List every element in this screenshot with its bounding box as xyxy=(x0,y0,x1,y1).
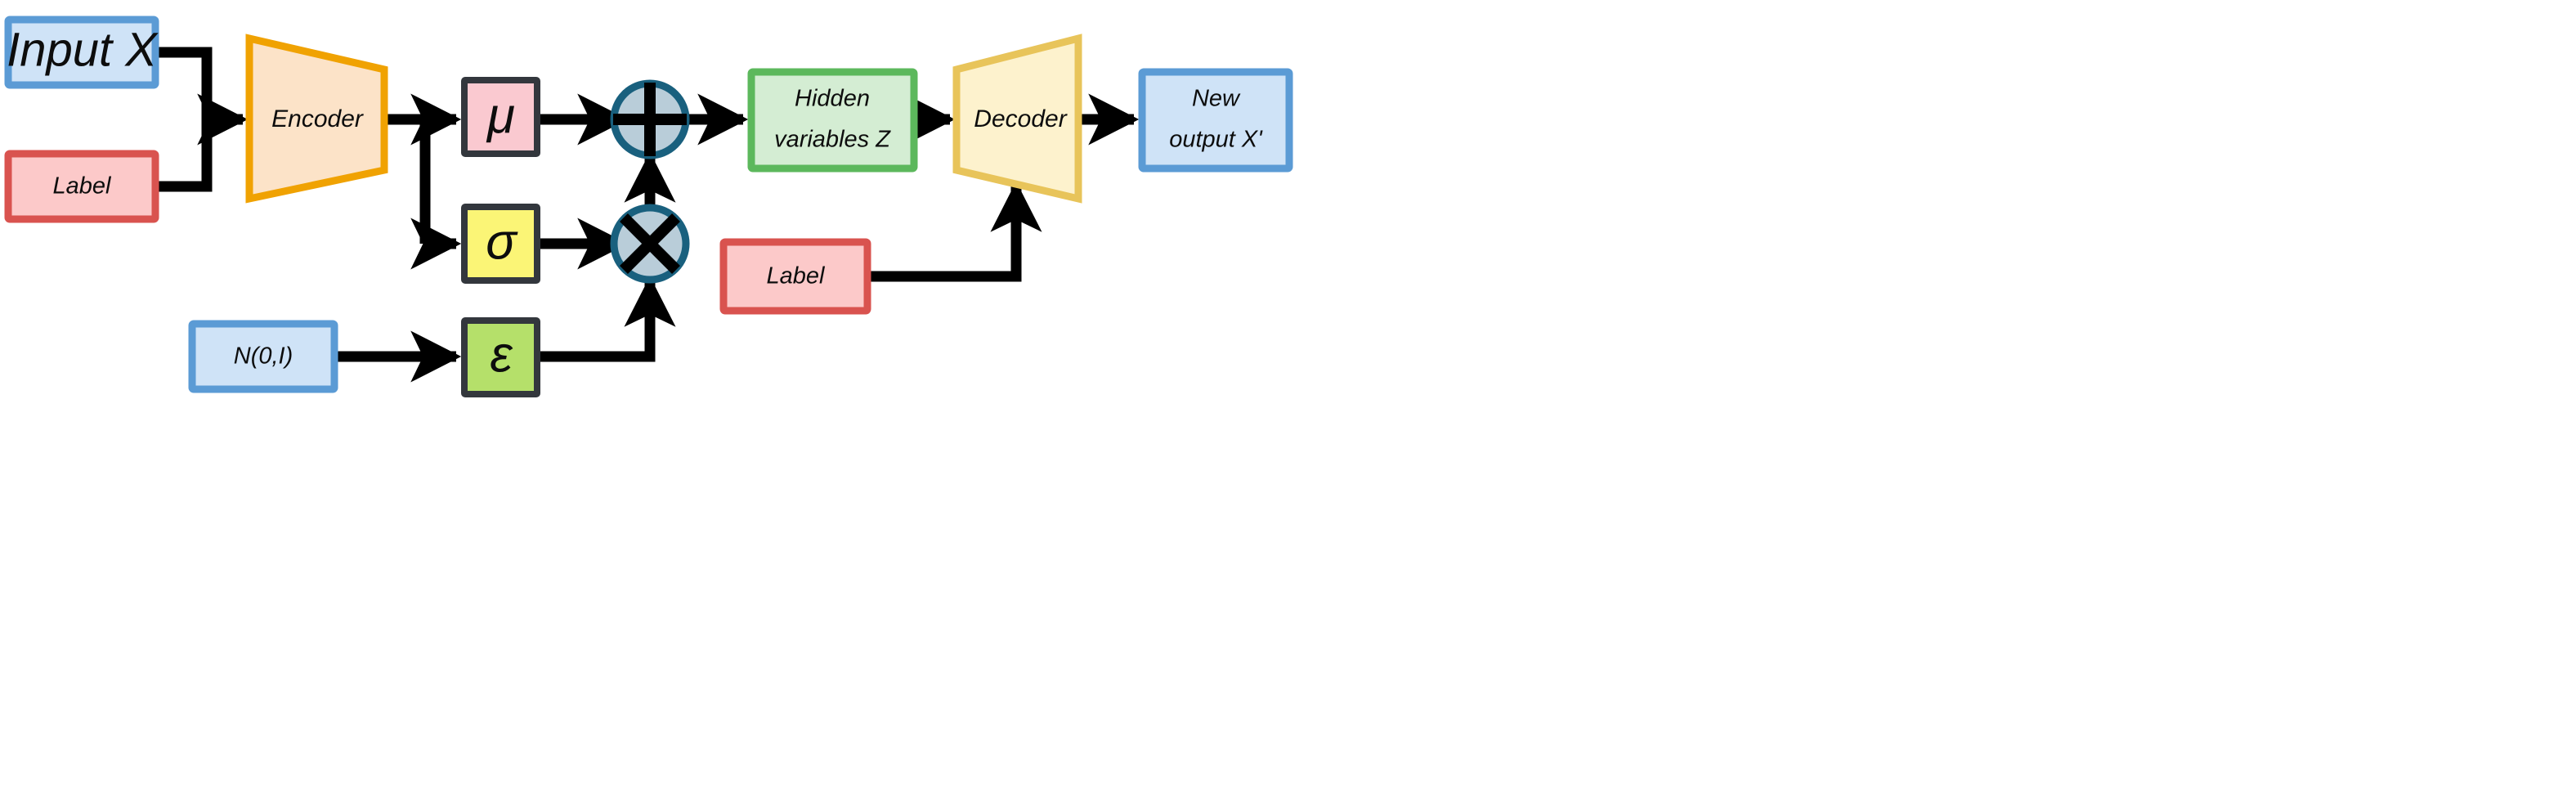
edge-input-x-to-encoder xyxy=(155,47,213,119)
hidden-z-label-line2: variables Z xyxy=(774,127,891,153)
sigma-label: σ xyxy=(486,213,518,270)
node-mu[interactable]: μ xyxy=(461,77,540,157)
noise-label: N(0,I) xyxy=(234,343,293,370)
node-plus-operator[interactable] xyxy=(610,79,690,159)
label-right-text: Label xyxy=(767,263,827,289)
label-left-box xyxy=(4,150,159,223)
new-output-label-line1: New xyxy=(1192,86,1241,112)
node-decoder[interactable]: Decoder xyxy=(952,34,1082,204)
times-icon xyxy=(620,213,680,274)
edge-epsilon-to-times xyxy=(537,276,676,362)
input-x-box xyxy=(4,16,159,89)
node-times-operator[interactable] xyxy=(610,204,690,284)
mu-label: μ xyxy=(486,87,515,144)
node-input-x[interactable]: Input X xyxy=(4,16,159,89)
node-epsilon[interactable]: ε xyxy=(461,317,540,397)
node-new-output[interactable]: New output X' xyxy=(1138,68,1293,173)
label-right-box xyxy=(719,238,871,315)
label-left-text: Label xyxy=(53,173,113,200)
node-label-left[interactable]: Label xyxy=(4,150,159,223)
noise-box xyxy=(188,320,338,393)
plus-icon xyxy=(613,83,687,156)
node-sigma[interactable]: σ xyxy=(461,204,540,284)
encoder-label: Encoder xyxy=(271,105,364,132)
epsilon-box xyxy=(461,317,540,397)
edge-label-right-to-decoder xyxy=(867,181,1042,282)
decoder-label: Decoder xyxy=(974,105,1067,132)
node-hidden-z[interactable]: Hidden variables Z xyxy=(747,68,918,173)
decoder-shape xyxy=(952,34,1082,204)
new-output-label-line2: output X' xyxy=(1169,127,1263,153)
encoder-shape xyxy=(245,34,388,204)
edge-label-left-to-encoder xyxy=(155,119,213,192)
node-encoder[interactable]: Encoder xyxy=(245,34,388,204)
node-label-right[interactable]: Label xyxy=(719,238,871,315)
new-output-box xyxy=(1138,68,1293,173)
mu-box xyxy=(461,77,540,157)
sigma-box xyxy=(461,204,540,284)
hidden-z-box xyxy=(747,68,918,173)
hidden-z-label-line1: Hidden xyxy=(795,86,870,112)
epsilon-label: ε xyxy=(490,326,513,383)
input-x-label: Input X xyxy=(7,23,159,76)
node-noise[interactable]: N(0,I) xyxy=(188,320,338,393)
